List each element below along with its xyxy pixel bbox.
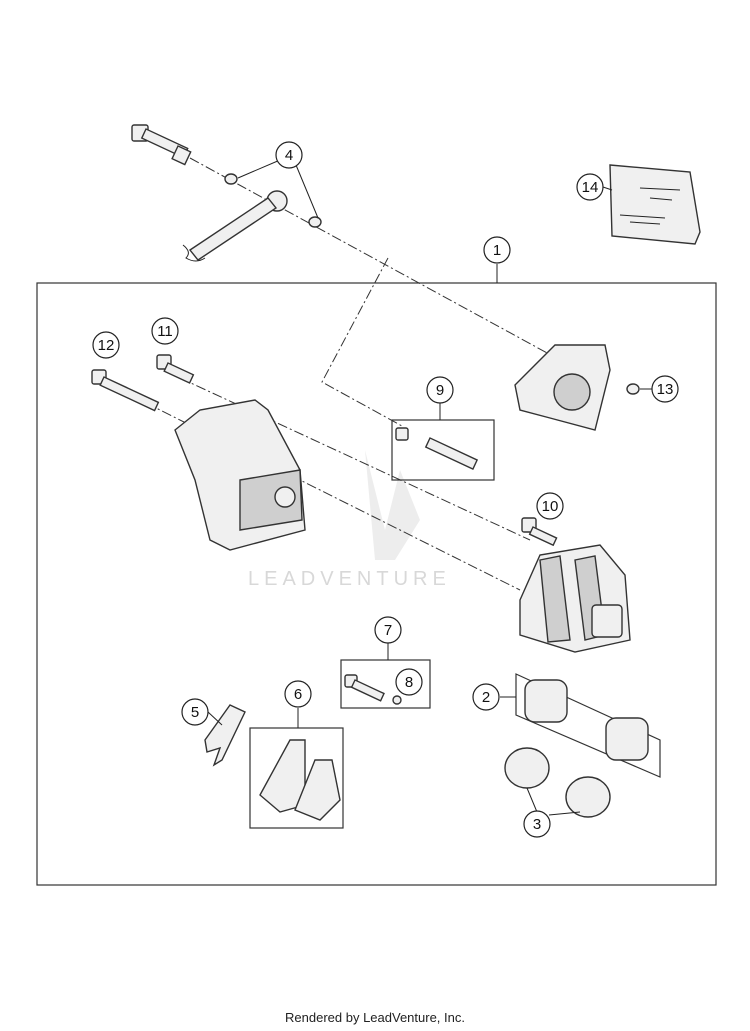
callout-14: 14 (576, 173, 604, 201)
assembly-frame (36, 282, 717, 886)
callout-9: 9 (426, 376, 454, 404)
caliper-bracket (174, 399, 306, 551)
piston-seals (504, 747, 611, 818)
brake-pads (259, 739, 341, 821)
svg-text:13: 13 (657, 381, 674, 398)
pad-spring (204, 704, 246, 767)
assembly-lines (129, 157, 561, 591)
callout-8: 8 (395, 668, 423, 696)
bleeder-screw (395, 427, 479, 470)
svg-text:7: 7 (384, 622, 392, 639)
pad-pin (344, 674, 402, 705)
callout-13: 13 (651, 375, 679, 403)
caliper-carrier (514, 344, 640, 431)
callout-3: 3 (523, 810, 551, 838)
svg-text:6: 6 (294, 686, 302, 703)
callout-4: 4 (275, 141, 303, 169)
callout-6: 6 (284, 680, 312, 708)
callout-2: 2 (472, 683, 500, 711)
label-card (609, 164, 701, 245)
svg-text:5: 5 (191, 704, 199, 721)
callout-1: 1 (483, 236, 511, 264)
watermark-text: LEADVENTURE (248, 568, 451, 590)
part-9-box (391, 419, 495, 481)
callout-12: 12 (92, 331, 120, 359)
pistons (524, 679, 649, 761)
svg-text:1: 1 (493, 242, 501, 259)
svg-text:4: 4 (285, 147, 293, 164)
part-7-box (340, 659, 431, 709)
caliper-bolt-10 (521, 517, 558, 547)
part-2-box (515, 673, 661, 778)
callout-11: 11 (151, 317, 179, 345)
callout-10: 10 (536, 492, 564, 520)
caliper-body (519, 544, 631, 653)
callout-5: 5 (181, 698, 209, 726)
svg-text:14: 14 (582, 179, 599, 196)
watermark-logo (365, 450, 420, 560)
footer-credit: Rendered by LeadVenture, Inc. (285, 1010, 465, 1025)
svg-text:8: 8 (405, 674, 413, 691)
upper-bolt-group (131, 124, 322, 262)
svg-text:9: 9 (436, 382, 444, 399)
svg-text:10: 10 (542, 498, 559, 515)
svg-text:3: 3 (533, 816, 541, 833)
part-6-box (249, 727, 344, 829)
svg-text:12: 12 (98, 337, 115, 354)
bracket-bolts (91, 354, 195, 412)
svg-text:11: 11 (157, 323, 173, 340)
svg-text:2: 2 (482, 689, 490, 706)
leader-lines (207, 159, 652, 816)
callout-7: 7 (374, 616, 402, 644)
